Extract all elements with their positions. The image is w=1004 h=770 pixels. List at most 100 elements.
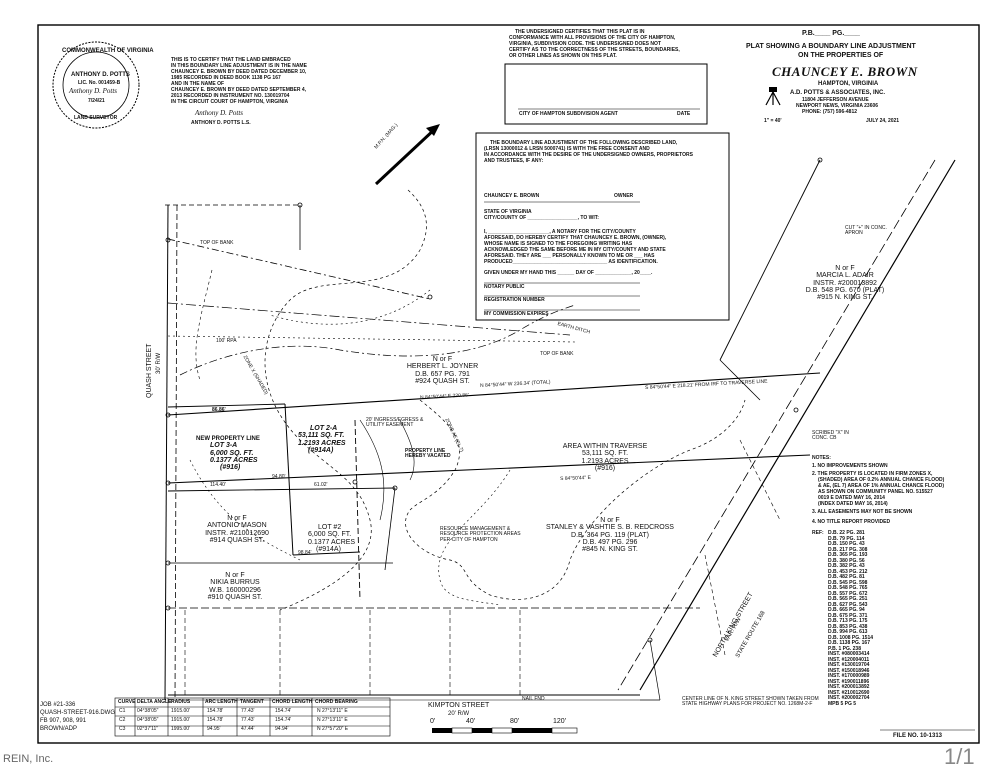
parcel-lot-2a: LOT 2-A 53,111 SQ. FT. 1.2193 ACRES (#91… [298,425,358,454]
tripod-logo-icon [765,87,781,106]
cert-surveyor-name: ANTHONY D. POTTS L.S. [191,120,251,126]
curve-header: CHORD LENGTH [272,699,313,705]
notary-line: AFORESAID. THEY ARE ___ PERSONALLY KNOWN… [484,253,655,259]
approval-line: CERTIFY AS TO THE CORRECTNESS OF THE STR… [509,47,680,53]
parcel-line: D.B. 364 PG. 119 (PLAT) [571,531,649,539]
note-item: 0019 E DATED MAY 16, 2014 [818,495,885,501]
parcel-line: (#916) [594,465,616,473]
parcel-line: #915 N. KING ST. [817,294,873,302]
ref-item: D.B. 150 PG. 43 [828,541,865,547]
curve-table-grid [114,697,391,737]
note-item: AS SHOWN ON COMMUNITY PANEL NO. 515527 [818,489,933,495]
curve-header: TANGENT [240,699,264,705]
cut-label: CUT "+" IN CONC. APRON [845,225,887,237]
footer-page-count: 1/1 [944,744,975,769]
parcel-line: AREA WITHIN TRAVERSE [562,443,648,450]
job-line: QUASH-STREET-916.DWG [40,710,116,716]
parcel-line: #914 QUASH ST. [209,537,265,545]
curve-cell: 47.44' [241,726,255,732]
seal-date: 7/24/21 [88,98,105,104]
ref-item: D.B. 382 PG. 43 [828,563,865,569]
rpa-label: 100' RPA [216,338,237,344]
plat-book-ref: P.B.____ PG.____ [802,30,860,37]
parcel-line: N or F [227,515,247,522]
rma-label: RESOURCE MANAGEMENT & RESOURCE PROTECTIO… [440,526,521,543]
parcel-line: ANTONIO MASON [207,522,267,530]
distance-label-4: 98.84' [298,550,312,556]
seal-ring-bottom: LAND SURVEYOR [74,115,118,121]
distance-label-1: 86.86' [212,407,226,413]
parcel-joyner: N or F HERBERT L. JOYNER D.B. 657 PG. 79… [395,356,490,385]
parcel-adair: N or F MARCIA L. ADAIR INSTR. #200013892… [800,265,890,302]
title-city: HAMPTON, VIRGINIA [818,81,879,87]
approval-line: THE UNDERSIGNED CERTIFIES THAT THIS PLAT… [515,29,645,35]
owner-cert-line: IN ACCORDANCE WITH THE DESIRE OF THE UND… [484,152,693,158]
curve-cell: 154.78' [207,708,224,714]
area-within-traverse: AREA WITHIN TRAVERSE 53,111 SQ. FT. 1.21… [555,443,655,472]
ref-item: D.B. 675 PG. 371 [828,612,868,619]
owner-cert-line: THE BOUNDARY LINE ADJUSTMENT OF THE FOLL… [490,140,678,146]
ref-item: D.B. 79 PG. 114 [828,535,865,542]
quash-street-rw: 30' R/W [156,352,162,374]
curve-header: ARC LENGTH [205,699,238,705]
ref-item: INST. #130019704 [828,662,870,668]
ref-item: D.B. 1138 PG. 167 [828,640,870,646]
firm-address-1: 11804 JEFFERSON AVENUE [802,97,869,103]
curve-cell: N 27°13'11" E [317,717,348,723]
ref-item: D.B. 545 PG. 598 [828,579,868,586]
refs-heading: REF: [812,530,824,536]
scale-label-80: 80' [510,718,520,725]
approval-line: VIRGINIA, SUBDIVISION CODE. THE UNDERSIG… [509,41,661,47]
curve-cell: 1995.00' [171,726,191,732]
bearing-label-3: S 84°50'44" E [559,474,592,482]
parcel-line: #910 QUASH ST. [207,594,263,602]
parcel-line: D.B. 497 PG. 296 [582,539,638,547]
curve-cell: C2 [119,717,126,723]
parcel-line: #845 N. KING ST. [582,546,638,554]
parcel-line: NIKIA BURRUS [210,579,260,587]
seal-name: ANTHONY D. POTTS [71,72,130,78]
curve-cell: N 27°57'20" E [317,726,349,732]
note-item: 2. THE PROPERTY IS LOCATED IN FIRM ZONES… [812,471,933,477]
cert-line: 1985 RECORDED IN DEED BOOK 1138 PG 167 [171,75,281,81]
curve-header: RADIUS [171,699,191,705]
parcel-line: 53,111 SQ. FT. [581,450,629,458]
parcel-line: 0.1377 ACRES [210,456,258,464]
cert-line: CHAUNCEY E. BROWN BY DEED DATED DECEMBER… [171,69,307,75]
seal-outer [52,41,140,129]
notary-state: STATE OF VIRGINIA [484,209,532,215]
curve-header: CURVE [118,699,136,705]
ref-item: D.B. 627 PG. 543 [828,601,868,608]
notary-line: WHOSE NAME IS SIGNED TO THE FOREGOING WR… [484,241,633,247]
title-line-2: ON THE PROPERTIES OF [798,52,884,59]
ingress-easement-label: 20' INGRESS/EGRESS & UTILITY EASEMENT [366,417,424,429]
parcel-line: LOT #2 [318,524,342,531]
parcel-line: N or F [225,572,245,579]
distance-label-5: 61.02' [314,482,328,488]
approval-line: OR OTHER LINES AS SHOWN ON THIS PLAT. [509,53,617,59]
commission-label: MY COMMISSION EXPIRES [484,311,549,317]
scale-label-0: 0' [430,718,436,725]
curve-cell: 94.95' [207,726,221,732]
ref-item: INST. #200002704 [828,695,870,701]
top-of-bank-label-2: TOP OF BANK [540,351,574,357]
approval-date-label: DATE [677,111,691,117]
ref-item: MPB 5 PG 5 [828,700,857,707]
approval-line: CONFORMANCE WITH ALL PROVISIONS OF THE C… [509,35,676,41]
ref-item: D.B. 365 PG. 193 [828,552,868,558]
drawing-date: JULY 24, 2021 [866,118,900,124]
seal-inner [62,51,130,119]
parcel-lot-2: LOT #2 6,000 SQ. FT. 0.1377 ACRES (#914A… [308,524,368,553]
parcel-line: #924 QUASH ST. [415,378,470,386]
ref-item: INST. #080003414 [828,651,870,657]
notary-line: ACKNOWLEDGED THE SAME BEFORE ME IN MY CI… [484,247,666,253]
parcel-line: 0.1377 ACRES [308,538,356,546]
ref-item: D.B. 1008 PG. 1514 [828,634,874,641]
parcel-line: N or F [600,517,620,524]
ref-item: D.B. 380 PG. 56 [828,557,865,564]
parcel-mason: N or F ANTONIO MASON INSTR. #210012690 #… [192,515,282,544]
parcel-line: HERBERT L. JOYNER [406,363,479,371]
ref-item: D.B. 565 PG. 251 [828,596,868,602]
curve-cell: 77.43' [241,717,255,723]
